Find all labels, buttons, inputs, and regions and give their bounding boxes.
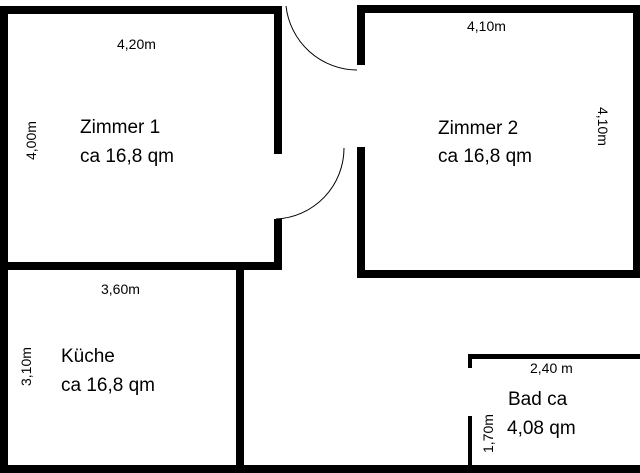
wall-zimmer2-left-lower xyxy=(357,147,365,278)
room-name-bad: Bad ca xyxy=(508,389,568,410)
dim-zimmer1-height: 4,00m xyxy=(23,121,39,160)
wall-kueche-left xyxy=(0,268,8,473)
wall-kueche-right xyxy=(236,268,244,473)
room-area-kueche: ca 16,8 qm xyxy=(61,375,155,396)
wall-zimmer1-right-lower xyxy=(274,219,282,268)
wall-zimmer1-left xyxy=(0,6,8,268)
dim-zimmer2-width: 4,10m xyxy=(467,18,506,34)
room-area-zimmer1: ca 16,8 qm xyxy=(80,146,174,167)
wall-bad-left-lower xyxy=(468,416,472,468)
doors xyxy=(275,5,358,220)
room-name-kueche: Küche xyxy=(61,346,115,367)
wall-zimmer2-left xyxy=(357,5,365,65)
dim-bad-height: 1,70m xyxy=(480,414,496,453)
wall-zimmer2-right xyxy=(633,5,640,278)
dimensions: 4,20m 4,00m 4,10m 4,10m 3,60m 3,10m 2,40… xyxy=(18,18,611,453)
dim-zimmer1-width: 4,20m xyxy=(117,36,156,52)
wall-bad-top xyxy=(468,354,640,359)
wall-zimmer2-top xyxy=(357,5,640,13)
dim-zimmer2-height: 4,10m xyxy=(595,107,611,146)
dim-kueche-width: 3,60m xyxy=(101,281,140,297)
wall-bad-left-stub xyxy=(468,354,472,368)
wall-zimmer2-bottom xyxy=(357,270,640,278)
door-hall-top xyxy=(285,5,358,71)
room-labels: Zimmer 1 ca 16,8 qm Zimmer 2 ca 16,8 qm … xyxy=(61,117,576,439)
dim-bad-width: 2,40 m xyxy=(530,360,573,376)
wall-zimmer1-top xyxy=(0,6,282,14)
room-name-zimmer1: Zimmer 1 xyxy=(80,117,160,138)
room-area-bad: 4,08 qm xyxy=(507,418,576,439)
wall-zimmer1-right-upper xyxy=(274,6,282,154)
dim-kueche-height: 3,10m xyxy=(18,347,34,386)
room-area-zimmer2: ca 16,8 qm xyxy=(438,146,532,167)
wall-bottom xyxy=(0,465,640,473)
room-name-zimmer2: Zimmer 2 xyxy=(438,118,518,139)
door-zimmer1 xyxy=(275,147,345,220)
walls xyxy=(0,5,640,473)
wall-zimmer1-bottom xyxy=(0,262,282,270)
